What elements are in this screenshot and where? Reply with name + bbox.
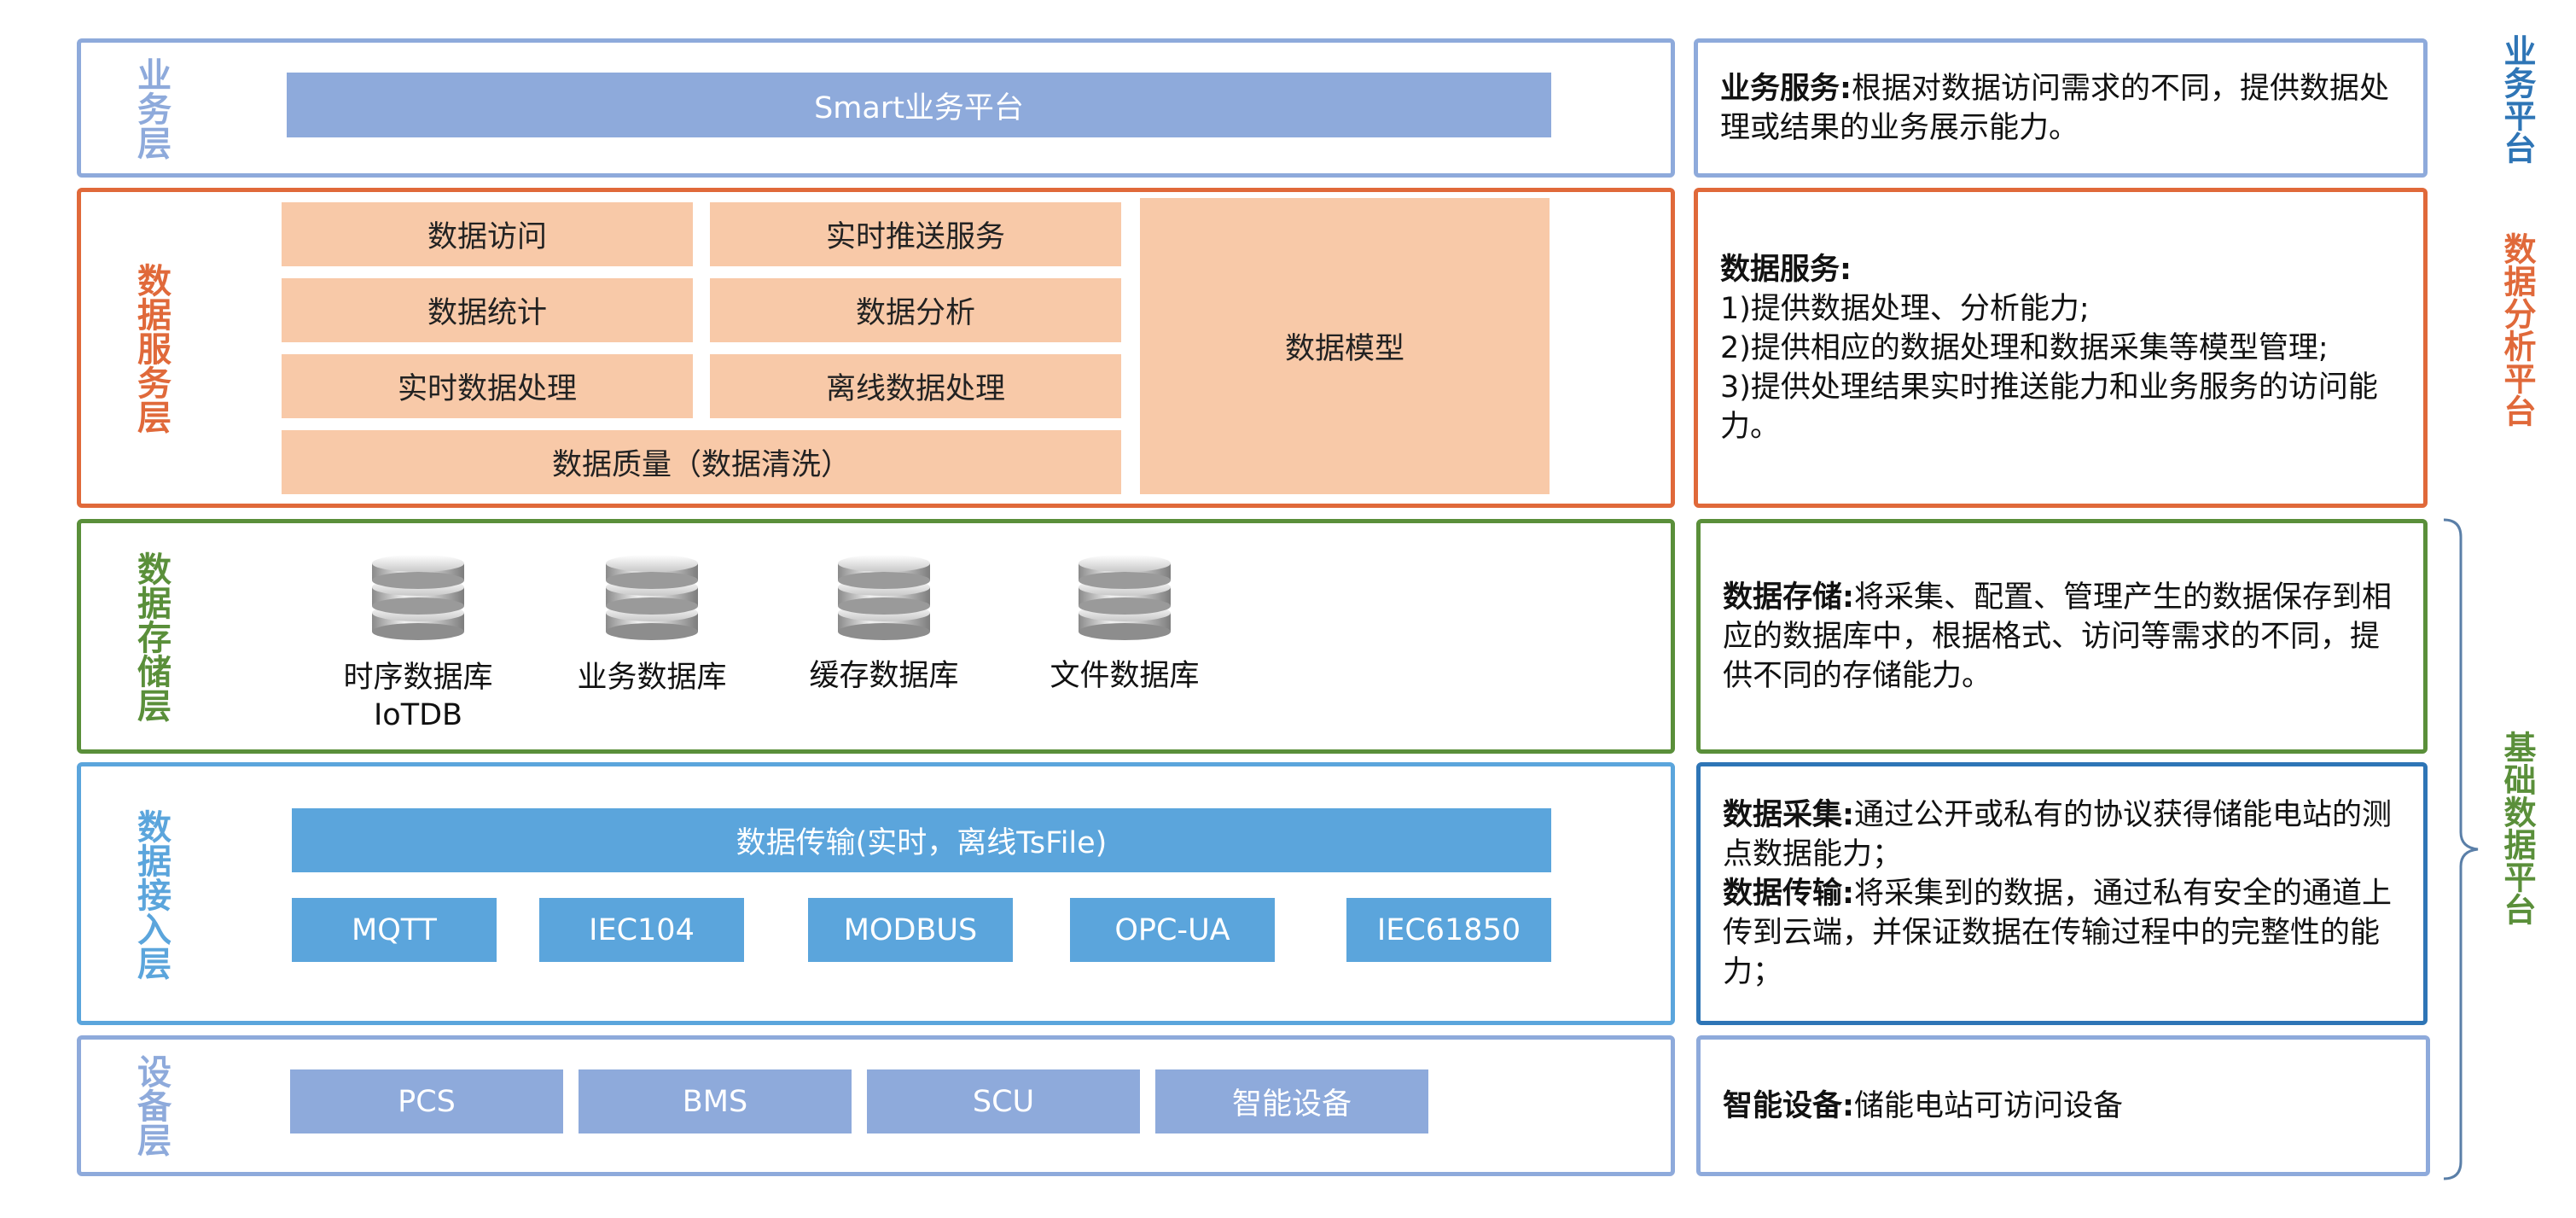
storage-desc-text: 将采集、配置、管理产生的数据保存到相应的数据库中，根据格式、访问等需求的不同，提… <box>1723 580 2393 693</box>
business-desc-text: 根据对数据访问需求的不同，提供数据处理或结果的业务展示能力。 <box>1720 71 2390 145</box>
file-database-label: 文件数据库 <box>1050 659 1200 693</box>
cache-database-label: 缓存数据库 <box>809 659 959 693</box>
business-database-icon <box>606 555 698 640</box>
business-description: 业务服务:根据对数据访问需求的不同，提供数据处理或结果的业务展示能力。 <box>1698 43 2423 173</box>
business-desc-title: 业务服务: <box>1720 71 1852 106</box>
access-layer-panel <box>77 762 1675 1025</box>
storage-desc-panel <box>1696 519 2428 754</box>
smart-business-platform: Smart业务平台 <box>287 73 1551 137</box>
storage-description: 数据存储:将采集、配置、管理产生的数据保存到相应的数据库中，根据格式、访问等需求… <box>1701 523 2423 749</box>
business-layer-label: 业务层 <box>131 57 171 160</box>
data-analysis-box: 数据分析 <box>710 278 1121 342</box>
timeseries-database-icon <box>372 555 464 640</box>
data-service-description: 数据服务: 1)提供数据处理、分析能力; 2)提供相应的数据处理和数据采集等模型… <box>1698 192 2423 504</box>
offline-processing-box: 离线数据处理 <box>710 354 1121 418</box>
data-transport-bar: 数据传输(实时，离线TsFile) <box>292 808 1551 872</box>
collect-desc-title: 数据采集: <box>1723 798 1854 832</box>
device-bms: BMS <box>579 1069 852 1133</box>
business-database-label: 业务数据库 <box>577 661 727 695</box>
realtime-push-box: 实时推送服务 <box>710 202 1121 266</box>
device-smart: 智能设备 <box>1155 1069 1428 1133</box>
business-platform-label: 业务平台 <box>2498 34 2536 164</box>
data-service-desc-line-1: 1)提供数据处理、分析能力; <box>1720 291 2090 326</box>
device-pcs: PCS <box>290 1069 563 1133</box>
data-service-desc-line-3: 3)提供处理结果实时推送能力和业务服务的访问能力。 <box>1720 370 2378 444</box>
file-database-icon <box>1079 555 1171 640</box>
business-desc-panel <box>1694 38 2428 178</box>
access-layer-label: 数据接入层 <box>131 809 171 980</box>
access-desc-panel <box>1696 762 2428 1025</box>
protocol-iec61850: IEC61850 <box>1346 898 1551 962</box>
device-desc-text: 储能电站可访问设备 <box>1854 1088 2124 1123</box>
realtime-processing-box: 实时数据处理 <box>282 354 693 418</box>
data-stats-box: 数据统计 <box>282 278 693 342</box>
device-desc-panel <box>1696 1035 2430 1176</box>
collect-desc-text: 通过公开或私有的协议获得储能电站的测点数据能力； <box>1723 798 2393 871</box>
storage-desc-title: 数据存储: <box>1723 580 1854 615</box>
analysis-platform-label: 数据分析平台 <box>2498 232 2536 427</box>
base-platform-label: 基础数据平台 <box>2498 731 2536 925</box>
access-description: 数据采集:通过公开或私有的协议获得储能电站的测点数据能力； 数据传输:将采集到的… <box>1701 766 2423 1021</box>
storage-layer-label: 数据存储层 <box>131 551 171 722</box>
cache-database-icon <box>838 555 930 640</box>
data-model-box: 数据模型 <box>1140 198 1550 494</box>
data-access-box: 数据访问 <box>282 202 693 266</box>
protocol-modbus: MODBUS <box>808 898 1013 962</box>
device-description: 智能设备:储能电站可访问设备 <box>1701 1040 2426 1172</box>
protocol-iec104: IEC104 <box>539 898 744 962</box>
data-service-layer-label: 数据服务层 <box>131 262 171 434</box>
timeseries-database-sub: IoTDB <box>373 698 463 732</box>
device-layer-label: 设备层 <box>131 1054 171 1157</box>
data-service-desc-panel <box>1694 188 2428 508</box>
data-quality-box: 数据质量（数据清洗） <box>282 430 1121 494</box>
timeseries-database-label: 时序数据库 IoTDB <box>307 659 529 734</box>
timeseries-database-name: 时序数据库 <box>343 661 493 695</box>
data-service-desc-line-2: 2)提供相应的数据处理和数据采集等模型管理; <box>1720 330 2329 365</box>
data-service-desc-title: 数据服务: <box>1720 252 1852 287</box>
transfer-desc-text: 将采集到的数据，通过私有安全的通道上传到云端，并保证数据在传输过程中的完整性的能… <box>1723 877 2393 989</box>
protocol-opc-ua: OPC-UA <box>1070 898 1275 962</box>
protocol-mqtt: MQTT <box>292 898 497 962</box>
base-platform-bracket <box>2443 518 2479 1180</box>
device-desc-title: 智能设备: <box>1723 1088 1854 1123</box>
transfer-desc-title: 数据传输: <box>1723 877 1854 911</box>
device-scu: SCU <box>867 1069 1140 1133</box>
